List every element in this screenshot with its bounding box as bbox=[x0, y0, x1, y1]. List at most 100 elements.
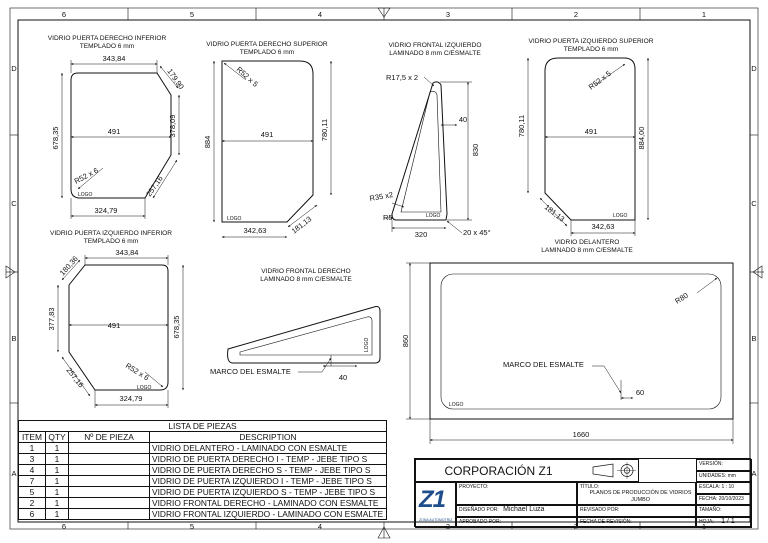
dim-label: MARCO DEL ESMALTE bbox=[503, 360, 584, 369]
col-label-top: 2 bbox=[574, 10, 578, 19]
company-logo-tagline: ZONA AUTOMOTRIZ bbox=[419, 518, 453, 522]
company-logo: Z1 bbox=[419, 486, 446, 513]
item-cell: 7 bbox=[18, 475, 46, 487]
dim-label: 181,13 bbox=[543, 202, 567, 223]
glass-outline bbox=[391, 81, 448, 221]
dim-label: R17,5 x 2 bbox=[386, 73, 418, 82]
col-label-top: 4 bbox=[318, 10, 322, 19]
part-puerta-derecho-inferior: VIDRIO PUERTA DERECHO INFERIOR TEMPLADO … bbox=[48, 35, 186, 219]
column-header: DESCRIPTION bbox=[149, 431, 387, 443]
part-delantero: VIDRIO DELANTERO LAMINADO 8 mm C/ESMALTE… bbox=[401, 239, 734, 444]
part-subtitle: LAMINADO 8 mm C/ESMALTE bbox=[541, 247, 633, 254]
row-label-right: C bbox=[751, 199, 757, 208]
proyecto-label: PROYECTO: bbox=[459, 484, 489, 490]
qty-cell: 1 bbox=[45, 497, 69, 509]
part-title: VIDRIO FRONTAL DERECHO bbox=[261, 268, 350, 275]
dim-label: 884 bbox=[203, 136, 212, 149]
unidades-value: mm bbox=[727, 473, 736, 479]
escala-label: ESCALA: bbox=[699, 484, 721, 490]
tamano-cell: TAMAÑO: bbox=[696, 505, 752, 517]
logo-mark: LOGO bbox=[137, 385, 152, 391]
parts-list-table: LISTA DE PIEZAS ITEM QTY Nº DE PIEZA DES… bbox=[18, 420, 387, 520]
part-subtitle: TEMPLADO 6 mm bbox=[80, 43, 135, 50]
dim-label: 678,35 bbox=[172, 316, 181, 339]
item-cell: 4 bbox=[18, 464, 46, 476]
qty-cell: 1 bbox=[45, 453, 69, 465]
titulo-label: TÍTULO: bbox=[580, 484, 600, 490]
col-label-bottom: 6 bbox=[62, 522, 66, 531]
qty-cell: 1 bbox=[45, 508, 69, 520]
part-subtitle: LAMINADO 8 mm C/ESMALTE bbox=[389, 50, 481, 57]
dim-label: 491 bbox=[108, 321, 121, 330]
logo-mark: LOGO bbox=[613, 213, 628, 219]
unidades-cell: UNIDADES: mm bbox=[696, 471, 752, 482]
disenado-cell: DISEÑADO POR: Michael Luza bbox=[456, 505, 577, 517]
dim-label: 780,11 bbox=[320, 119, 329, 141]
column-header: ITEM bbox=[18, 431, 46, 443]
item-cell: 2 bbox=[18, 497, 46, 509]
revisado-cell: REVISADO POR: bbox=[577, 505, 696, 517]
logo-mark: LOGO bbox=[227, 216, 242, 222]
piece-cell bbox=[68, 453, 150, 465]
company-cell: CORPORACIÓN Z1 bbox=[415, 459, 639, 482]
revisado-label: REVISADO POR: bbox=[580, 507, 620, 513]
part-title: VIDRIO PUERTA IZQUIERDO INFERIOR bbox=[50, 230, 172, 237]
piece-cell bbox=[68, 486, 150, 498]
dim-label: 678,35 bbox=[51, 127, 60, 150]
title-block: CORPORACIÓN Z1 Z1 ZONA AUTOMOTRIZ PROYEC… bbox=[414, 458, 752, 528]
center-marks bbox=[5, 7, 764, 539]
item-cell: 5 bbox=[18, 486, 46, 498]
dim-label: R52 x 6 bbox=[124, 361, 151, 382]
description-cell: VIDRIO DELANTERO - LAMINADO CON ESMALTE bbox=[149, 442, 387, 454]
row-label-left: C bbox=[11, 199, 17, 208]
dim-label: 830 bbox=[471, 144, 480, 157]
dim-label: 780,11 bbox=[517, 115, 526, 137]
description-cell: VIDRIO DE PUERTA DERECHO I - TEMP - JEBE… bbox=[149, 453, 387, 465]
description-cell: VIDRIO DE PUERTA IZQUIERDO S - TEMP - JE… bbox=[149, 486, 387, 498]
dim-label: 181,13 bbox=[290, 214, 314, 235]
hoja-cell: HOJA: 1 / 1 bbox=[696, 517, 752, 528]
logo-mark: LOGO bbox=[364, 337, 370, 352]
row-label-left: A bbox=[11, 469, 16, 478]
table-header-row: ITEM QTY Nº DE PIEZA DESCRIPTION bbox=[18, 431, 387, 443]
glass-outline bbox=[70, 72, 172, 199]
row-label-left: D bbox=[11, 64, 17, 73]
col-label-bottom: 5 bbox=[190, 522, 194, 531]
fecha-revision-label: FECHA DE REVISIÓN: bbox=[580, 519, 632, 525]
dim-label: R5 bbox=[383, 213, 393, 222]
part-puerta-izquierdo-inferior: VIDRIO PUERTA IZQUIERDO INFERIOR TEMPLAD… bbox=[47, 230, 184, 408]
dim-label: 342,63 bbox=[592, 222, 615, 231]
unidades-label: UNIDADES: bbox=[699, 473, 727, 479]
description-cell: VIDRIO FRONTAL DERECHO - LAMINADO CON ES… bbox=[149, 497, 387, 509]
glass-outline bbox=[544, 57, 636, 221]
part-title: VIDRIO PUERTA IZQUIERDO SUPERIOR bbox=[528, 38, 653, 45]
piece-cell bbox=[68, 497, 150, 509]
part-subtitle: TEMPLADO 6 mm bbox=[84, 238, 139, 245]
part-puerta-derecho-superior: VIDRIO PUERTA DERECHO SUPERIOR TEMPLADO … bbox=[203, 41, 332, 238]
glass-outline bbox=[429, 262, 734, 420]
col-label-top: 6 bbox=[62, 10, 66, 19]
dim-label: 324,79 bbox=[120, 394, 143, 403]
dim-label: 1660 bbox=[573, 430, 590, 439]
dim-label: 40 bbox=[339, 373, 347, 382]
dim-label: 884,00 bbox=[637, 127, 646, 150]
qty-cell: 1 bbox=[45, 442, 69, 454]
dim-label: 320 bbox=[415, 230, 428, 239]
item-cell: 6 bbox=[18, 508, 46, 520]
dim-label: 342,63 bbox=[244, 226, 267, 235]
glass-outline bbox=[68, 264, 169, 391]
fecha-cell: FECHA: 20/10/2023 bbox=[696, 494, 752, 505]
part-title: VIDRIO DELANTERO bbox=[555, 239, 620, 246]
description-cell: VIDRIO FRONTAL IZQUIERDO - LAMINADO CON … bbox=[149, 508, 387, 520]
dim-label: R52 x 5 bbox=[587, 69, 613, 92]
hoja-label: HOJA: bbox=[699, 519, 714, 525]
dim-label: 377,83 bbox=[47, 308, 56, 331]
dim-label: 179,90 bbox=[165, 67, 186, 91]
dim-label: 491 bbox=[108, 127, 121, 136]
description-cell: VIDRIO DE PUERTA DERECHO S - TEMP - JEBE… bbox=[149, 464, 387, 476]
row-label-right: D bbox=[751, 64, 757, 73]
